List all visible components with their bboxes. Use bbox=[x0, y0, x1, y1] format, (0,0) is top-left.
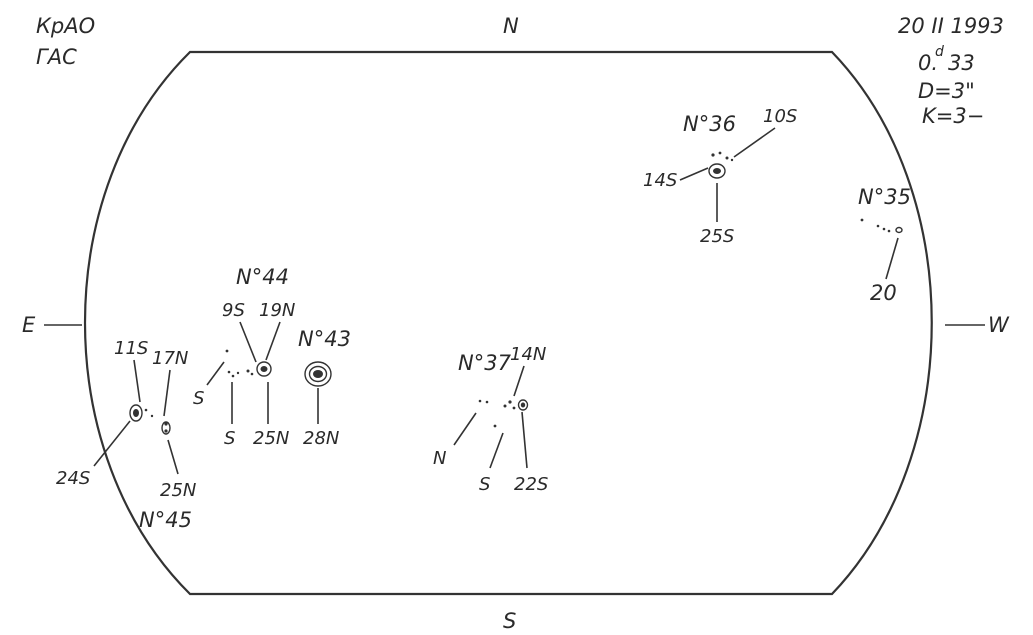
instrument-label: ГАС bbox=[36, 45, 77, 69]
group-45-follower-umbra bbox=[164, 422, 168, 426]
group-45-label-24s: 24S bbox=[56, 468, 90, 489]
group-37-label-s: S bbox=[479, 474, 490, 495]
group-35-pore bbox=[882, 227, 886, 231]
group-45-label-17n: 17N bbox=[152, 348, 188, 369]
group-35-pointer bbox=[885, 237, 899, 280]
group-44-pore bbox=[227, 370, 231, 374]
group-44-label-19n: 19N bbox=[259, 300, 295, 321]
group-44-pore bbox=[236, 371, 240, 375]
group-37-pointer-s bbox=[489, 432, 504, 469]
group-44-label-9s: 9S bbox=[222, 300, 245, 321]
group-37-pointer-14n bbox=[513, 365, 525, 397]
group-44-pore bbox=[250, 372, 254, 376]
group-44-pointer-s-left bbox=[206, 361, 225, 386]
group-35-pore bbox=[887, 229, 891, 233]
group-37-pointer-n bbox=[453, 412, 477, 446]
group-36-label-25s: 25S bbox=[700, 226, 734, 247]
direction-south: S bbox=[503, 609, 516, 633]
group-36-pointer-10s bbox=[733, 127, 776, 158]
group-36-pore bbox=[730, 158, 734, 162]
group-37-pore bbox=[478, 399, 482, 403]
group-37-pore bbox=[485, 400, 489, 404]
group-45-pointer-11s bbox=[133, 359, 141, 403]
group-37-pore bbox=[512, 406, 516, 410]
group-45-pointer-17n bbox=[163, 369, 171, 417]
group-45-pore bbox=[144, 408, 148, 412]
direction-east: E bbox=[22, 313, 36, 337]
group-36: N°36 10S 14S 25S bbox=[643, 106, 797, 247]
group-37-pore bbox=[503, 404, 507, 408]
group-45-pore bbox=[150, 414, 154, 418]
group-36-label-14s: 14S bbox=[643, 170, 677, 191]
group-35: N°35 20 bbox=[858, 185, 911, 305]
group-36-pore bbox=[718, 151, 722, 155]
group-44-pore bbox=[231, 374, 235, 378]
group-45-label-25n: 25N bbox=[160, 480, 196, 501]
solar-disk-outline bbox=[83, 50, 933, 596]
group-45-label-11s: 11S bbox=[114, 338, 148, 359]
group-43-inner-ring bbox=[308, 365, 328, 383]
group-35-spot bbox=[895, 226, 903, 234]
observation-date: 20 II 1993 bbox=[898, 14, 1004, 38]
time-value-prefix: 0. bbox=[918, 51, 938, 75]
group-44-penumbra bbox=[256, 361, 272, 377]
group-44-number: N°44 bbox=[236, 265, 289, 289]
group-35-pore bbox=[876, 224, 880, 228]
group-36-label-10s: 10S bbox=[763, 106, 797, 127]
group-43-number: N°43 bbox=[298, 327, 351, 351]
group-43-umbra bbox=[313, 370, 323, 378]
observatory-label: КрАО bbox=[36, 14, 95, 38]
group-44-label-s-left: S bbox=[193, 388, 204, 409]
group-37: N°37 14N N S 22S bbox=[433, 344, 548, 495]
group-43-penumbra bbox=[304, 361, 332, 387]
group-37-label-n: N bbox=[433, 448, 446, 469]
group-35-label-20: 20 bbox=[870, 281, 897, 305]
direction-west: W bbox=[988, 313, 1010, 337]
group-36-pointer-14s bbox=[679, 167, 709, 181]
group-37-penumbra bbox=[517, 399, 529, 411]
group-44-label-s-bottom: S bbox=[224, 428, 235, 449]
group-37-number: N°37 bbox=[458, 351, 512, 375]
group-37-pointer-22s bbox=[521, 411, 528, 469]
group-44-pointer-9s bbox=[239, 321, 257, 363]
group-45-follower-penumbra bbox=[161, 421, 171, 435]
group-45-leader-umbra bbox=[133, 409, 139, 417]
group-45-leader-penumbra bbox=[129, 404, 143, 422]
seeing-value: D=3" bbox=[918, 79, 975, 103]
group-36-number: N°36 bbox=[683, 112, 736, 136]
group-36-penumbra bbox=[708, 163, 726, 179]
group-44: N°44 9S 19N S S 25N bbox=[193, 265, 295, 449]
group-37-label-22s: 22S bbox=[514, 474, 548, 495]
group-37-label-14n: 14N bbox=[510, 344, 546, 365]
group-44-pore bbox=[246, 369, 250, 373]
group-35-number: N°35 bbox=[858, 185, 911, 209]
quality-value: K=3− bbox=[922, 104, 984, 128]
group-44-pore bbox=[225, 349, 229, 353]
group-44-pointer-19n bbox=[265, 321, 281, 361]
group-45-pointer-24s bbox=[93, 420, 131, 467]
group-37-pore bbox=[508, 400, 512, 404]
group-45-number: N°45 bbox=[139, 508, 192, 532]
group-37-pore bbox=[493, 424, 497, 428]
group-36-pore bbox=[711, 153, 715, 157]
group-35-pore bbox=[860, 218, 864, 222]
group-43: N°43 28N bbox=[298, 327, 351, 449]
time-value-suffix: 33 bbox=[948, 51, 975, 75]
group-43-label-28n: 28N bbox=[303, 428, 339, 449]
group-36-pore bbox=[725, 156, 729, 160]
group-45: 11S 17N 24S 25N N°45 bbox=[56, 338, 196, 532]
group-45-pointer-25n bbox=[167, 439, 179, 475]
time-superscript: d bbox=[935, 44, 944, 60]
group-37-umbra bbox=[520, 402, 526, 408]
direction-north: N bbox=[503, 14, 519, 38]
group-44-label-25n: 25N bbox=[253, 428, 289, 449]
group-36-umbra bbox=[713, 168, 721, 174]
group-45-follower-umbra bbox=[164, 429, 168, 433]
group-44-umbra bbox=[260, 366, 268, 372]
